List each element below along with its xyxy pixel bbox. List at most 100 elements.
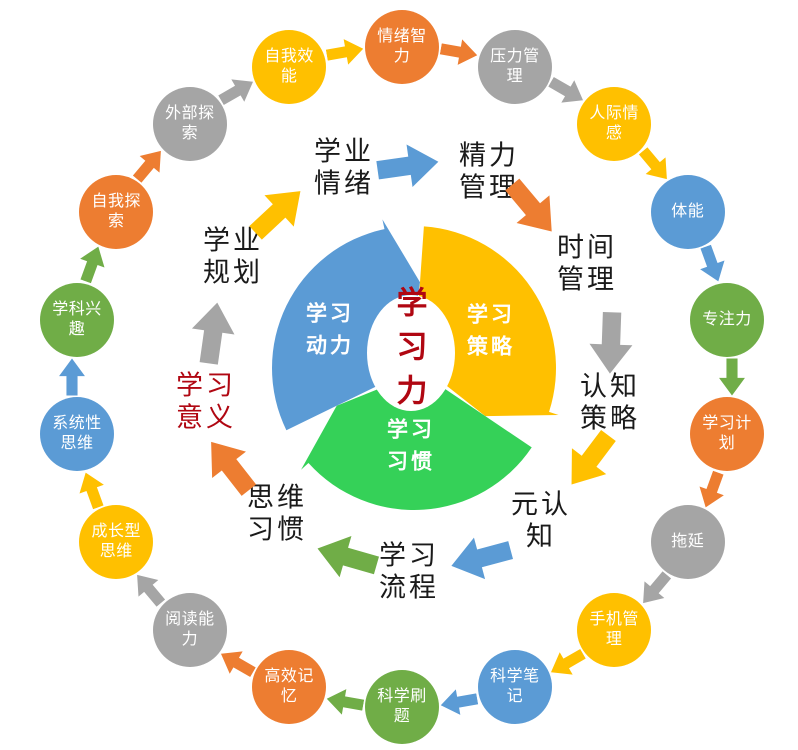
outer-flow-arrow: [324, 35, 365, 69]
outer-flow-arrow: [214, 70, 260, 113]
middle-flow-arrow: [237, 172, 318, 252]
outer-node: 专注力: [689, 282, 764, 357]
middle-flow-arrow-glyph: [249, 191, 301, 240]
outer-node: 自我效能: [252, 29, 327, 104]
middle-flow-arrow: [442, 527, 520, 589]
outer-flow-arrow-glyph: [325, 39, 363, 65]
outer-flow-arrow-glyph: [550, 648, 586, 675]
middle-flow-arrow-glyph: [451, 537, 514, 580]
middle-flow-arrow: [551, 419, 629, 501]
outer-node-label: 自我效能: [264, 47, 314, 85]
outer-flow-arrow: [693, 468, 732, 512]
outer-node: 阅读能力: [152, 592, 227, 667]
outer-flow-arrow: [214, 641, 260, 684]
outer-node: 情绪智力: [365, 10, 439, 84]
outer-flow-arrow: [693, 242, 732, 286]
outer-flow-arrow-glyph: [137, 574, 166, 607]
outer-node: 压力管理: [477, 29, 552, 104]
pie-segment-label: 学习习惯: [387, 418, 435, 474]
middle-stage-label: 时间管理: [557, 232, 617, 295]
outer-node: 学科兴趣: [40, 282, 114, 357]
outer-node-label: 科学笔记: [490, 668, 540, 706]
middle-flow-arrow-glyph: [191, 302, 235, 365]
middle-flow-arrow-glyph: [211, 441, 257, 496]
outer-node-label: 阅读能力: [165, 610, 215, 648]
outer-flow-arrow: [632, 566, 677, 612]
middle-stage-label: 学习流程: [379, 540, 439, 603]
middle-flow-arrow: [191, 425, 269, 507]
outer-node-label: 手机管理: [589, 610, 639, 648]
outer-flow-arrow: [439, 35, 480, 69]
outer-node-label: 人际情感: [589, 105, 639, 143]
middle-stage-label: 学业规划: [203, 225, 263, 288]
outer-node: 外部探索: [152, 87, 227, 162]
middle-stage-label: 认知策略: [580, 371, 640, 434]
middle-stage-label: 思维习惯: [247, 482, 307, 545]
middle-stage-label: 元认知: [511, 489, 571, 552]
middle-flow-arrow-glyph: [505, 178, 552, 232]
outer-flow-arrow: [127, 142, 172, 188]
outer-node-label: 情绪智力: [377, 28, 427, 65]
middle-flow-arrow: [493, 167, 572, 249]
outer-node-label: 成长型思维: [91, 523, 141, 560]
outer-node-label: 专注力: [702, 310, 752, 328]
outer-node-label: 学习计划: [702, 415, 752, 453]
outer-flow-arrow-glyph: [441, 689, 479, 715]
outer-node-label: 拖延: [671, 533, 705, 550]
middle-flow-arrow-glyph: [376, 144, 439, 188]
outer-node: 手机管理: [577, 592, 652, 667]
outer-flow-arrow: [127, 566, 172, 612]
outer-flow-arrow-glyph: [719, 358, 745, 396]
outer-node-label: 体能: [671, 203, 705, 220]
outer-node-label: 自我探索: [91, 193, 141, 230]
outer-flow-arrow: [718, 358, 746, 396]
outer-flow-arrow-glyph: [218, 79, 254, 106]
outer-node: 学习计划: [689, 397, 764, 472]
middle-flow-arrow: [308, 526, 386, 589]
outer-flow-arrow: [439, 685, 480, 719]
middle-flow-arrow-glyph: [317, 535, 380, 578]
outer-node: 高效记忆: [252, 650, 327, 725]
outer-node-label: 学科兴趣: [52, 300, 102, 338]
center-title: 学习力: [391, 286, 427, 418]
outer-flow-arrow: [324, 685, 365, 719]
middle-stage-label: 学习意义: [176, 370, 236, 433]
outer-flow-arrow-glyph: [548, 77, 584, 103]
pie-segment-label: 学习动力: [306, 302, 354, 358]
pie-segment: [301, 380, 532, 510]
middle-flow-arrow-glyph: [589, 312, 633, 374]
outer-flow-arrow-glyph: [133, 150, 162, 183]
outer-node-label: 压力管理: [490, 47, 540, 85]
middle-flow-arrow-glyph: [571, 429, 616, 485]
outer-node-label: 系统性思维: [52, 415, 102, 453]
outer-node-label: 科学刷题: [377, 688, 427, 725]
pie-segment-label: 学习策略: [467, 303, 515, 359]
middle-stage-label: 精力管理: [459, 140, 519, 203]
outer-flow-arrow-glyph: [700, 244, 725, 282]
center-oval: [367, 295, 455, 411]
outer-flow-arrow-glyph: [699, 470, 724, 508]
outer-node: 科学刷题: [365, 670, 439, 744]
outer-flow-arrow: [544, 641, 590, 684]
outer-flow-arrow-glyph: [642, 571, 671, 604]
outer-flow-arrow: [72, 468, 111, 512]
outer-flow-arrow-glyph: [220, 651, 256, 677]
outer-node: 科学笔记: [477, 650, 552, 725]
outer-flow-arrow-glyph: [80, 246, 105, 284]
outer-flow-arrow-glyph: [326, 689, 364, 715]
outer-flow-arrow-glyph: [638, 147, 667, 180]
outer-flow-arrow-glyph: [440, 39, 478, 65]
middle-flow-arrow: [587, 308, 635, 378]
outer-node: 体能: [650, 175, 725, 249]
outer-node: 成长型思维: [79, 505, 154, 579]
middle-stage-label: 学业情绪: [314, 136, 374, 199]
outer-node: 自我探索: [79, 175, 154, 249]
middle-flow-arrow: [371, 138, 445, 193]
outer-node: 系统性思维: [40, 397, 114, 472]
outer-flow-arrow: [58, 358, 86, 396]
outer-flow-arrow-glyph: [79, 472, 104, 510]
outer-node-label: 外部探索: [165, 105, 215, 143]
outer-flow-arrow-glyph: [59, 358, 85, 396]
